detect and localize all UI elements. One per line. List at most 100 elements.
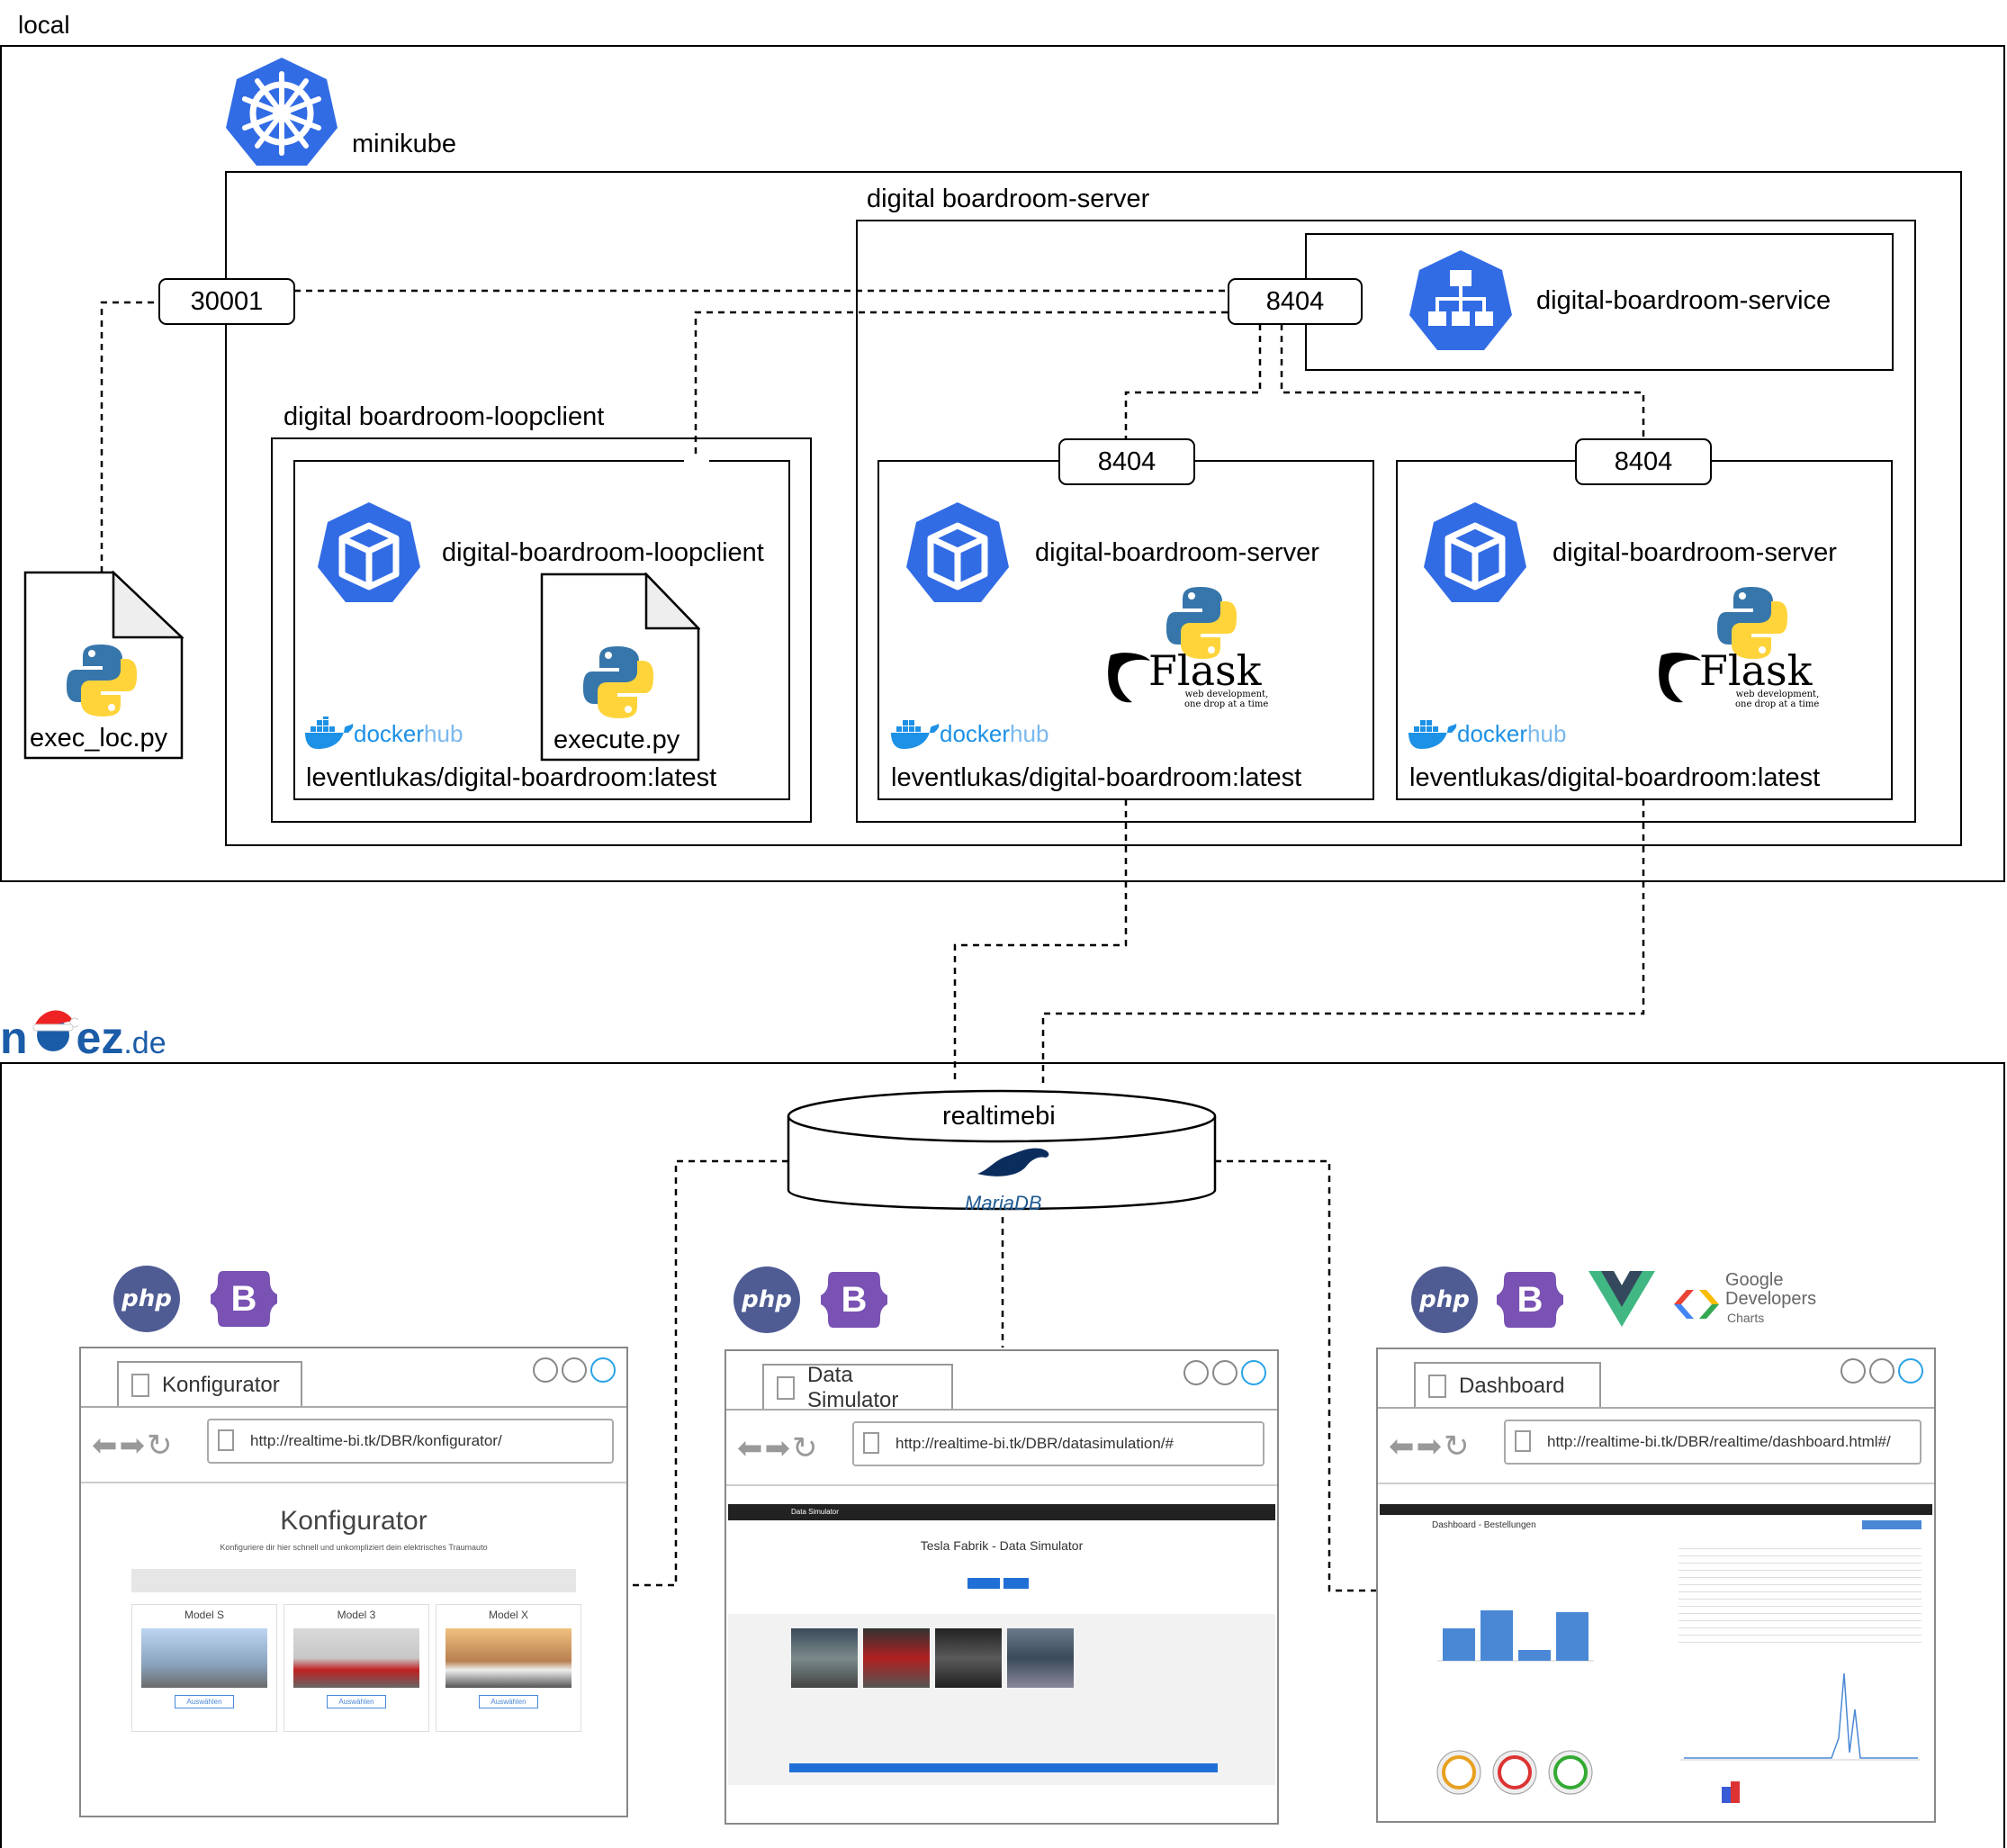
python-icon — [1166, 587, 1237, 659]
page-icon — [131, 1374, 149, 1397]
page-icon — [777, 1376, 795, 1400]
hub-text: hub — [1527, 719, 1567, 747]
browser-dashboard: Dashboard ⬅➡↻ http://realtime-bi.tk/DBR/… — [1376, 1348, 1936, 1823]
execute-file-label: execute.py — [554, 726, 680, 754]
google-developers-charts: Google Developers Charts — [1725, 1271, 1816, 1328]
logo-suffix: .de — [123, 1026, 166, 1060]
browser-data-simulator: Data Simulator ⬅➡↻ http://realtime-bi.tk… — [724, 1349, 1279, 1825]
window-button[interactable] — [1840, 1358, 1866, 1384]
model-card: Model X Auswählen — [436, 1604, 581, 1732]
header-button[interactable] — [1862, 1520, 1922, 1529]
page-title: Konfigurator — [280, 1506, 428, 1536]
service-name: digital-boardroom-service — [1536, 286, 1832, 315]
model-name: Model X — [488, 1609, 529, 1621]
car-image — [293, 1628, 419, 1688]
loopclient-pod-frame — [293, 460, 790, 800]
server-group-frame — [856, 220, 1916, 823]
flask-tagline: web development,one drop at a time — [1184, 690, 1268, 709]
exec-loc-file-icon — [23, 571, 184, 760]
action-button[interactable] — [1004, 1578, 1029, 1589]
tab-label: Konfigurator — [162, 1373, 280, 1397]
docker-text: docker — [1457, 719, 1528, 747]
docker-whale-icon — [891, 720, 940, 749]
address-bar[interactable]: http://realtime-bi.tk/DBR/realtime/dashb… — [1504, 1420, 1922, 1465]
tab-konfigurator[interactable]: Konfigurator — [117, 1361, 302, 1408]
toolbar-divider — [726, 1484, 1277, 1486]
address-bar[interactable]: http://realtime-bi.tk/DBR/konfigurator/ — [207, 1419, 614, 1464]
model-name: Model S — [184, 1609, 225, 1621]
select-button[interactable]: Auswählen — [479, 1695, 538, 1708]
loopclient-name: digital-boardroom-loopclient — [442, 538, 764, 567]
db-engine: MariaDB — [965, 1192, 1042, 1214]
pod-icon — [318, 502, 420, 602]
window-button[interactable] — [1898, 1358, 1923, 1384]
exec-loc-file-label: exec_loc.py — [30, 724, 168, 753]
info-banner — [131, 1569, 576, 1592]
mariadb-seal-icon — [977, 1148, 1049, 1176]
window-button[interactable] — [562, 1357, 587, 1383]
browser-konfigurator: Konfigurator ⬅➡↻ http://realtime-bi.tk/D… — [79, 1347, 628, 1817]
page-title: Dashboard - Bestellungen — [1432, 1520, 1536, 1530]
url-text: http://realtime-bi.tk/DBR/datasimulation… — [896, 1435, 1174, 1452]
vue-logo — [1588, 1271, 1655, 1327]
stacked-bar-preview — [1722, 1781, 1740, 1803]
window-button[interactable] — [1212, 1360, 1238, 1385]
php-logo: php — [1411, 1267, 1478, 1333]
service-port-8404: 8404 — [1228, 278, 1363, 325]
window-button[interactable] — [590, 1357, 616, 1383]
php-logo: php — [113, 1266, 180, 1332]
server-name-1: digital-boardroom-server — [1035, 538, 1319, 567]
pod-port-8404-2: 8404 — [1575, 438, 1712, 485]
loopclient-image: leventlukas/digital-boardroom:latest — [306, 763, 717, 792]
line-chart-preview — [1680, 1672, 1920, 1761]
window-button[interactable] — [1869, 1358, 1894, 1384]
bar-chart-preview — [1437, 1610, 1594, 1662]
page-title: Tesla Fabrik - Data Simulator — [920, 1538, 1084, 1553]
submit-bar[interactable] — [789, 1763, 1218, 1772]
url-text: http://realtime-bi.tk/DBR/konfigurator/ — [250, 1432, 502, 1449]
svg-text:B: B — [1517, 1280, 1544, 1320]
hub-text: hub — [424, 719, 464, 747]
tab-data-simulator[interactable]: Data Simulator — [762, 1363, 953, 1412]
tab-label: Data Simulator — [807, 1363, 899, 1412]
php-logo: php — [734, 1267, 800, 1333]
tab-dashboard[interactable]: Dashboard — [1414, 1362, 1601, 1409]
car-image — [141, 1628, 267, 1688]
page-icon — [218, 1429, 234, 1451]
flask-tagline-2: one drop at a time — [1184, 699, 1269, 709]
google-text: Google — [1725, 1270, 1784, 1290]
bootstrap-logo: B — [211, 1271, 277, 1327]
server-name-2: digital-boardroom-server — [1552, 538, 1837, 567]
navigation-icons[interactable]: ⬅➡↻ — [92, 1429, 175, 1463]
local-label: local — [18, 11, 70, 39]
select-button[interactable]: Auswählen — [175, 1695, 234, 1708]
address-bar[interactable]: http://realtime-bi.tk/DBR/datasimulation… — [852, 1421, 1264, 1466]
car-image — [446, 1628, 572, 1688]
window-button[interactable] — [1184, 1360, 1209, 1385]
window-button[interactable] — [533, 1357, 558, 1383]
url-text: http://realtime-bi.tk/DBR/realtime/dashb… — [1547, 1433, 1891, 1450]
toolbar-divider — [1378, 1483, 1934, 1484]
svg-text:B: B — [842, 1280, 868, 1320]
orders-table — [1678, 1542, 1922, 1645]
window-button[interactable] — [1241, 1360, 1266, 1385]
docker-text: docker — [354, 719, 425, 747]
bootstrap-logo: B — [1497, 1272, 1563, 1328]
page-icon — [1428, 1375, 1446, 1398]
navigation-icons[interactable]: ⬅➡↻ — [1389, 1429, 1472, 1464]
action-button[interactable] — [968, 1578, 1000, 1589]
select-button[interactable]: Auswählen — [327, 1695, 386, 1708]
navigation-icons[interactable]: ⬅➡↻ — [737, 1431, 820, 1465]
tab-divider — [81, 1406, 626, 1408]
python-icon — [1717, 587, 1787, 659]
svg-text:B: B — [231, 1279, 257, 1319]
pod-icon — [1424, 502, 1526, 602]
server-group-label: digital boardroom-server — [867, 185, 1150, 213]
machine-image — [791, 1628, 858, 1688]
gauges-preview — [1436, 1750, 1593, 1795]
page-icon — [1515, 1430, 1531, 1452]
minikube-label: minikube — [352, 130, 457, 158]
